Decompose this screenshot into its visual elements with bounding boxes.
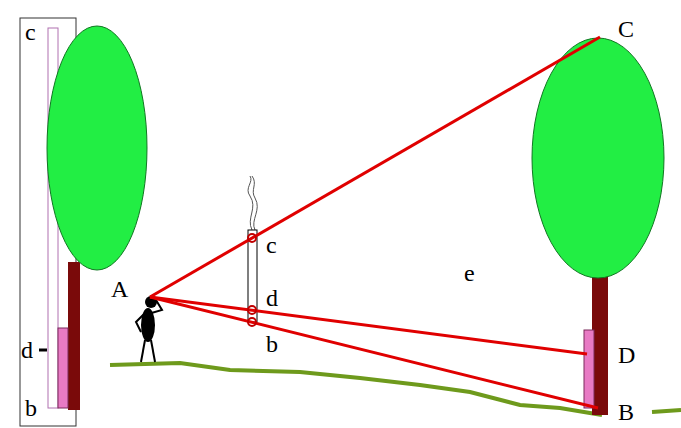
point-label: b — [265, 332, 279, 356]
marker-board — [58, 328, 68, 408]
observer — [136, 296, 162, 362]
sight-point — [248, 318, 256, 326]
point-label: c — [24, 20, 37, 44]
sight-point — [248, 234, 256, 242]
sight-line — [150, 297, 598, 408]
point-label: b — [24, 396, 38, 420]
ground-line — [110, 363, 602, 415]
sight-point — [248, 306, 256, 314]
point-label: e — [463, 261, 476, 285]
point-label: C — [617, 17, 635, 41]
point-label: d — [20, 338, 34, 362]
observer-arm — [148, 300, 162, 314]
sight-line — [150, 297, 587, 354]
tree-canopy — [47, 26, 147, 270]
smoke — [252, 176, 257, 230]
observer-leg — [141, 340, 145, 362]
ground-line — [652, 410, 681, 412]
sighting-stick — [248, 230, 257, 322]
observer-arm — [136, 312, 146, 332]
tree-canopy — [532, 38, 664, 278]
observer-leg — [151, 340, 155, 362]
smoke — [248, 176, 253, 230]
sight-line — [150, 37, 600, 297]
point-label: B — [617, 400, 635, 424]
marker-board — [584, 330, 594, 408]
tick-mark — [39, 349, 47, 352]
point-label: A — [110, 277, 129, 301]
tree-trunk — [68, 262, 80, 410]
point-label: D — [617, 343, 636, 367]
point-label: c — [265, 233, 278, 257]
point-label: d — [265, 286, 279, 310]
